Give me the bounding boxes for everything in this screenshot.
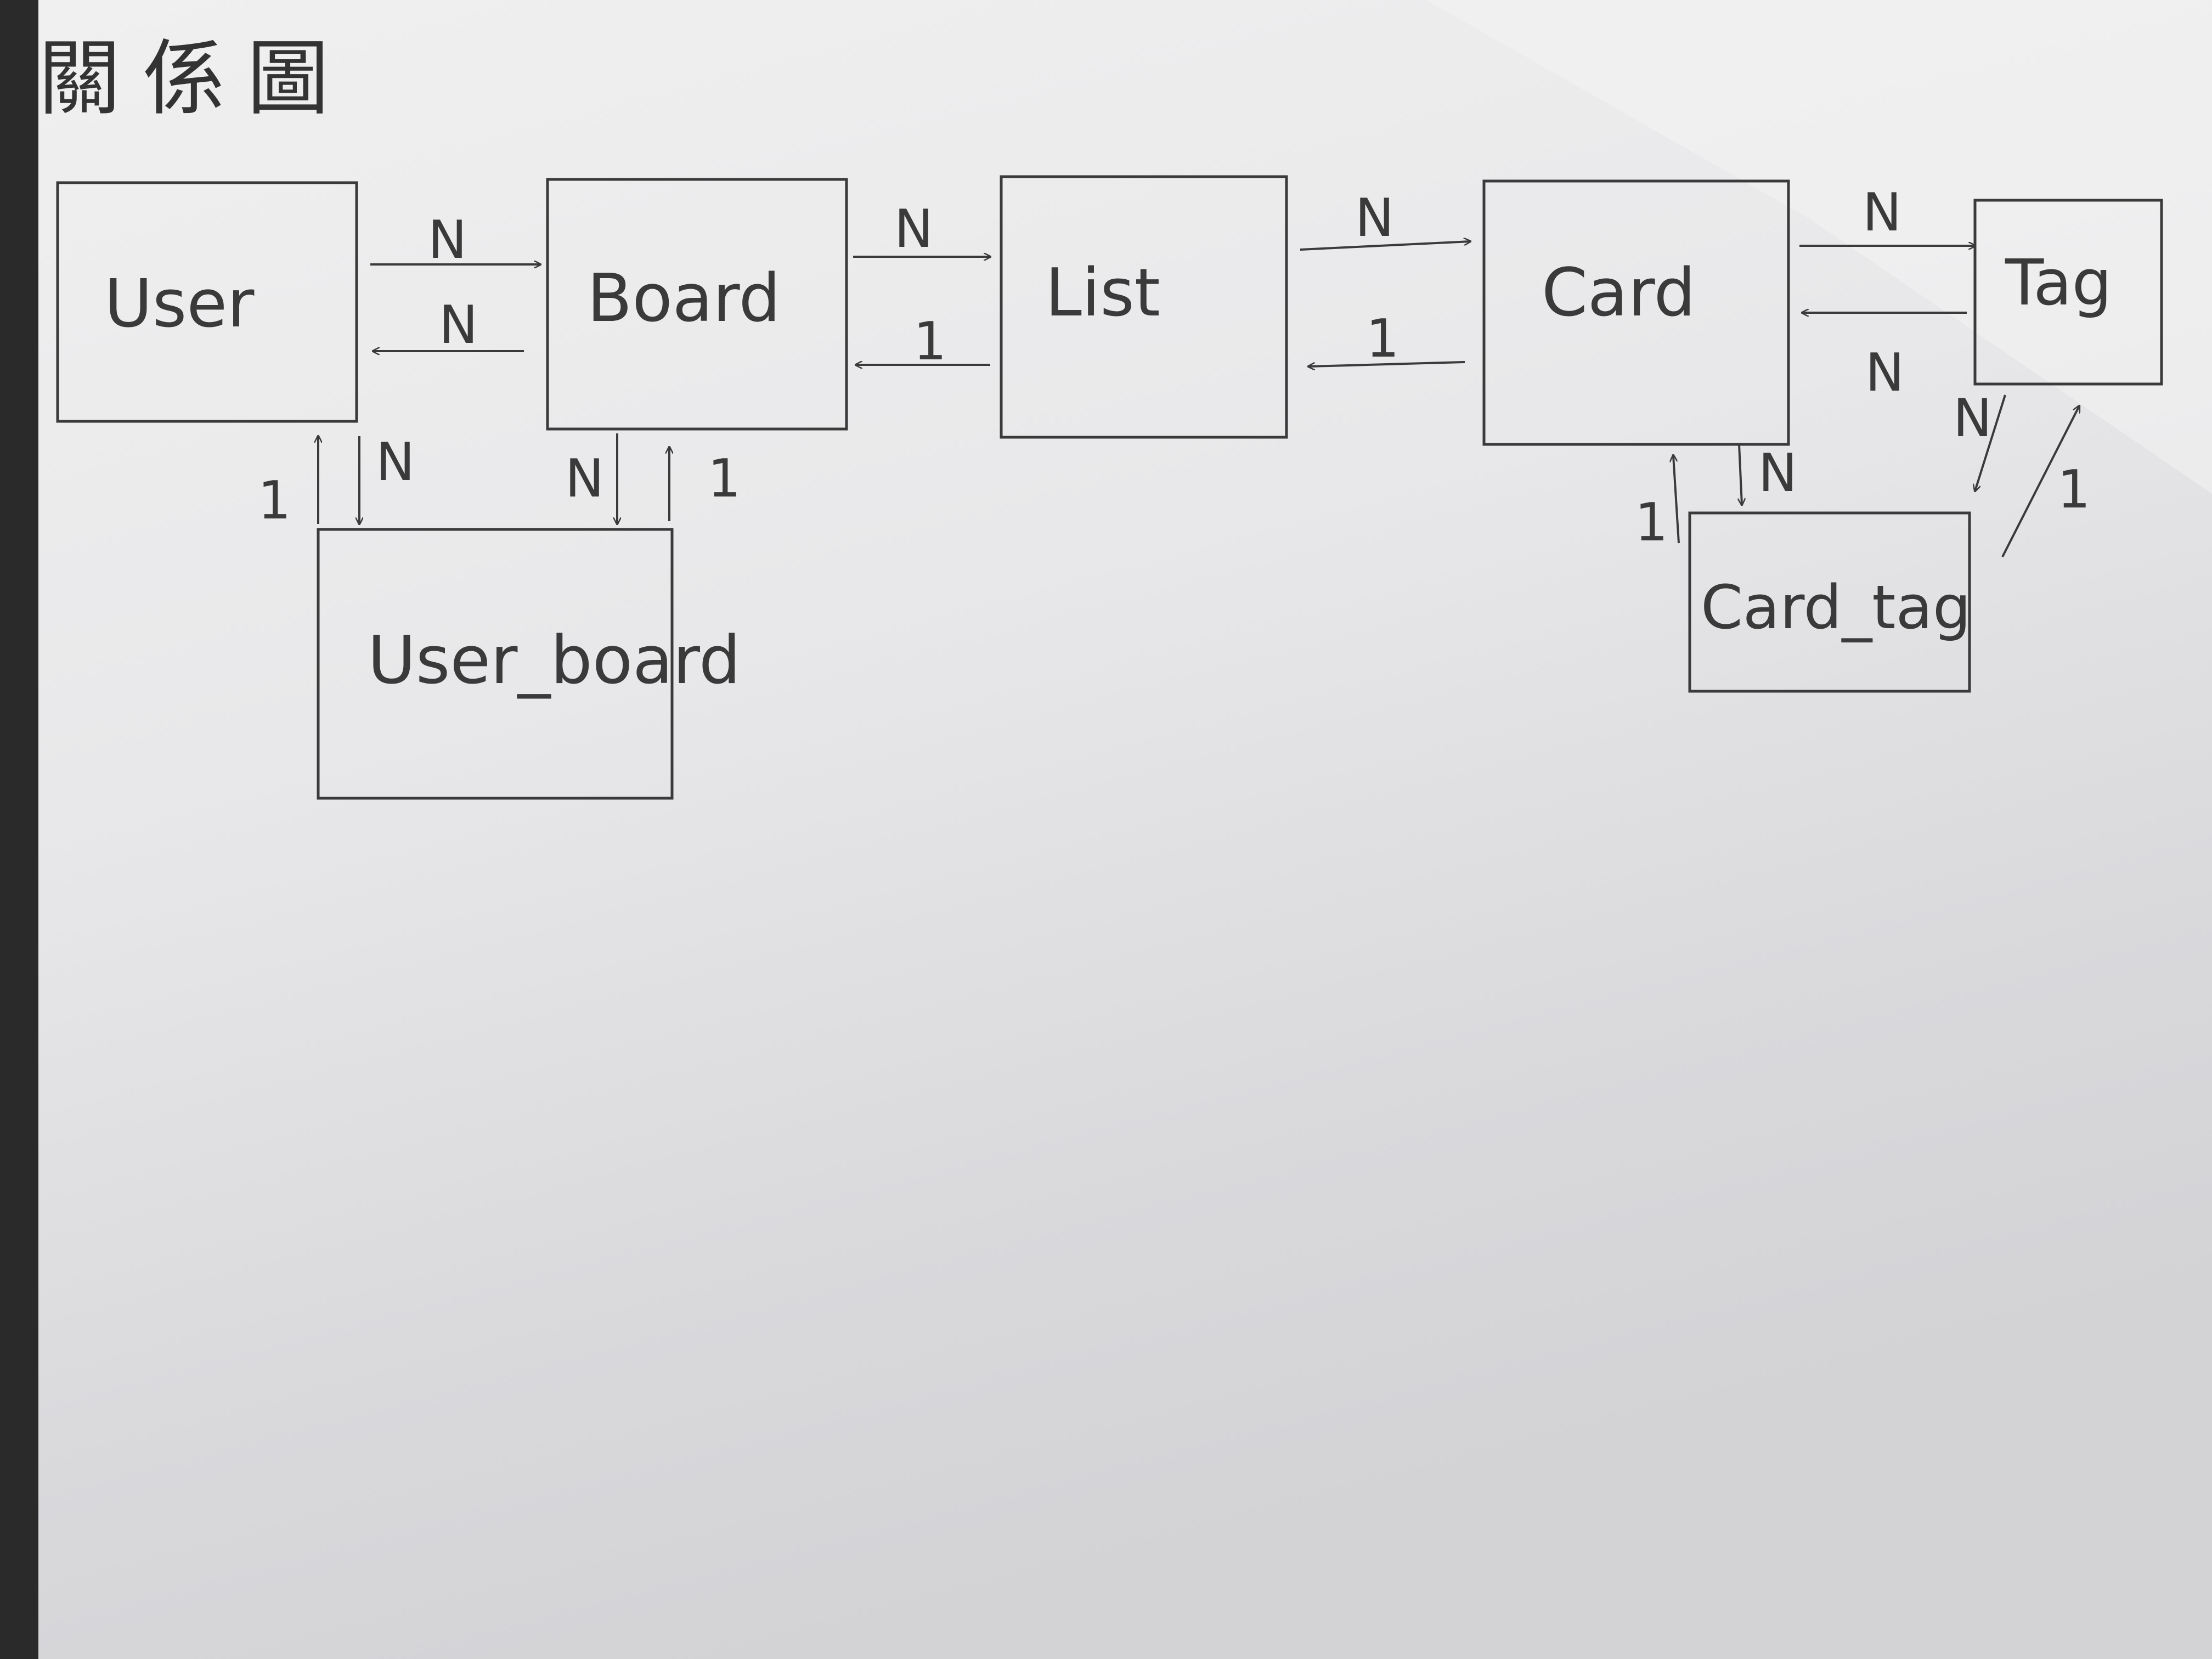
cardinality-label: 1 xyxy=(913,312,946,372)
cardinality-label: N xyxy=(1863,183,1901,243)
entity-box-board xyxy=(546,178,848,431)
entity-box-list xyxy=(1000,175,1288,439)
cardinality-label: N xyxy=(1865,343,1904,403)
entity-label-tag: Tag xyxy=(2005,246,2112,320)
cardinality-label: N xyxy=(1355,188,1394,249)
cardinality-label: N xyxy=(565,449,604,509)
cardinality-label: N xyxy=(894,199,933,259)
entity-box-tag xyxy=(1973,199,2163,386)
entity-label-user-board: User_board xyxy=(368,623,741,699)
entity-label-card-tag: Card_tag xyxy=(1701,572,1971,642)
cardinality-label: N xyxy=(428,210,467,270)
relation-arrow-list-to-card xyxy=(1300,241,1470,251)
diagram-title: 關係圖 xyxy=(38,31,351,127)
paper-fold-shadow xyxy=(1426,0,2212,494)
cardinality-label: 1 xyxy=(708,449,741,509)
relation-arrow-card-tag-to-tag xyxy=(2001,406,2079,557)
cardinality-label: N xyxy=(1758,443,1797,504)
cardinality-label: N xyxy=(439,295,478,356)
relation-arrow-card-tag-to-card xyxy=(1673,455,1680,544)
entity-label-list: List xyxy=(1045,255,1160,331)
relation-arrow-tag-to-card-tag xyxy=(1975,394,2006,491)
relation-arrow-card-to-card-tag xyxy=(1739,444,1742,505)
cardinality-label: N xyxy=(1953,388,1992,449)
entity-box-card-tag xyxy=(1688,511,1971,693)
relation-arrow-card-to-list xyxy=(1308,361,1465,366)
cardinality-label: N xyxy=(376,432,415,493)
entity-label-user: User xyxy=(104,266,255,342)
entity-box-user-board xyxy=(317,528,674,800)
entity-box-user xyxy=(56,181,358,423)
cardinality-label: 1 xyxy=(258,471,291,531)
entity-label-card: Card xyxy=(1542,255,1696,331)
cardinality-label: 1 xyxy=(1635,493,1668,553)
entity-label-board: Board xyxy=(587,261,781,337)
table-edge xyxy=(0,0,38,1659)
cardinality-label: 1 xyxy=(1366,309,1399,369)
cardinality-label: 1 xyxy=(2057,460,2090,520)
entity-box-card xyxy=(1482,179,1790,446)
